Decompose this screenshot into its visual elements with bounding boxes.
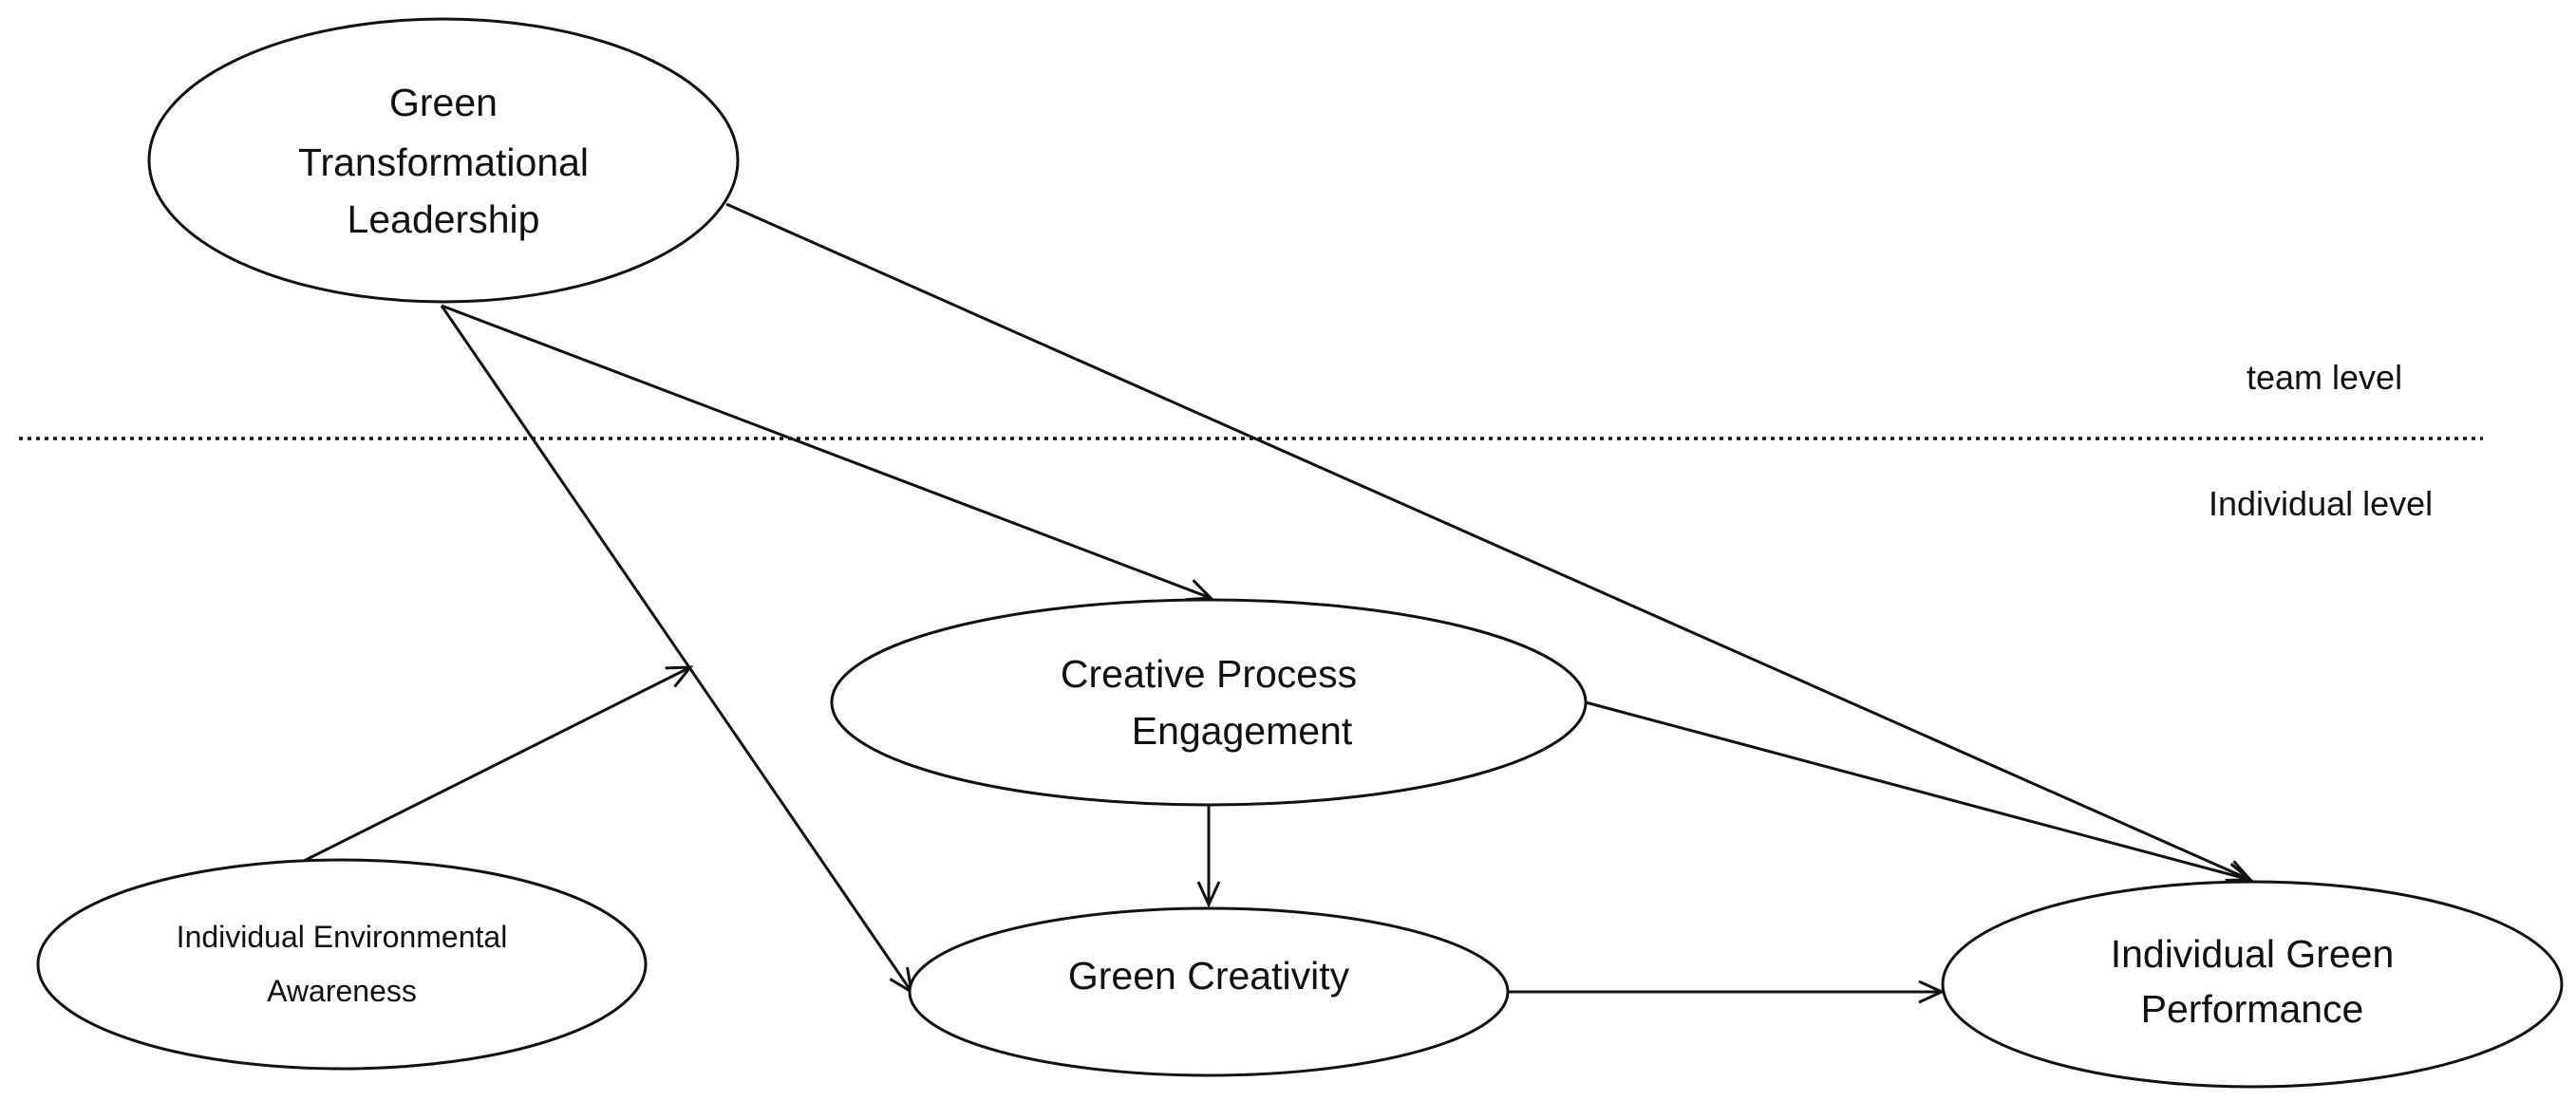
- node-cpe-line-1: Creative Process: [1061, 652, 1357, 696]
- node-iea-line-1: Individual Environmental: [177, 920, 508, 954]
- node-green-creativity: Green Creativity: [908, 906, 1510, 1077]
- edge-gtl-to-gc: [440, 305, 914, 995]
- edge-gtl-to-igp: [725, 202, 2254, 882]
- edge-cpe-to-igp: [1585, 700, 2254, 886]
- edge-gtl-to-cpe: [441, 304, 1214, 602]
- node-gtl-line-1: Green: [389, 81, 498, 124]
- team-level-label: team level: [2247, 358, 2402, 397]
- node-individual-environmental-awareness: Individual Environmental Awareness: [36, 858, 648, 1071]
- node-gtl-line-2: Transformational: [298, 140, 589, 184]
- node-gc-ellipse: [908, 906, 1510, 1077]
- node-individual-green-performance: Individual Green Performance: [1941, 880, 2564, 1089]
- individual-level-label: Individual level: [2209, 484, 2433, 523]
- node-cpe-line-2: Engagement: [1132, 709, 1353, 753]
- node-gtl-line-3: Leadership: [348, 197, 540, 241]
- node-cpe-ellipse: [830, 598, 1588, 807]
- node-gtl-ellipse: [147, 17, 740, 304]
- node-igp-line-1: Individual Green: [2111, 932, 2395, 976]
- node-igp-line-2: Performance: [2141, 987, 2364, 1031]
- node-gc-line-1: Green Creativity: [1068, 954, 1350, 998]
- node-creative-process-engagement: Creative Process Engagement: [830, 598, 1588, 807]
- node-iea-ellipse: [36, 858, 648, 1071]
- node-green-transformational-leadership: Green Transformational Leadership: [147, 17, 740, 304]
- node-iea-line-2: Awareness: [267, 974, 417, 1008]
- edge-iea-moderates-gtl-gc: [301, 665, 694, 864]
- node-igp-ellipse: [1941, 880, 2564, 1089]
